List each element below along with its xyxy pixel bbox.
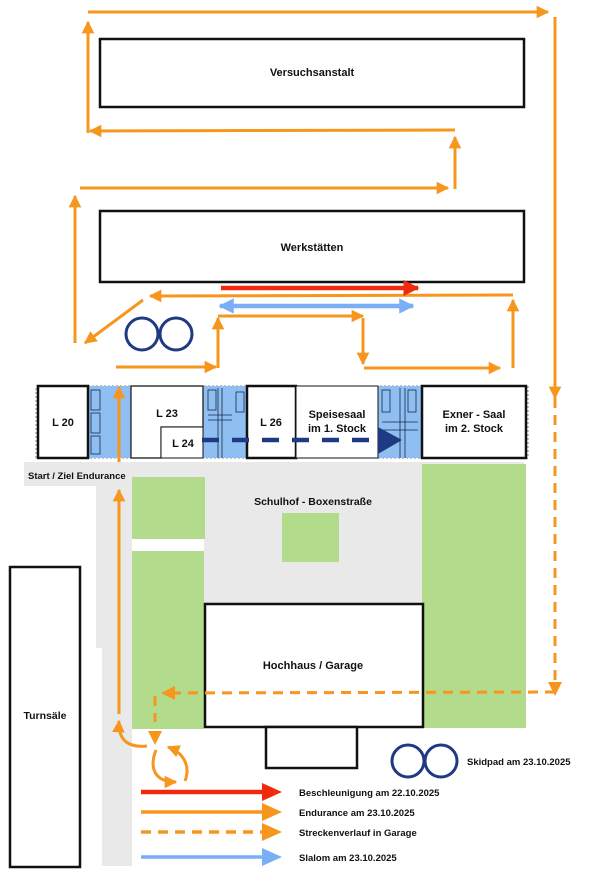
svg-text:im 2. Stock: im 2. Stock: [445, 423, 504, 435]
legend-item: Beschleunigung am 22.10.2025: [141, 783, 440, 801]
skidpad-icon-top: [124, 316, 194, 352]
legend-label: Slalom am 23.10.2025: [299, 853, 397, 864]
lawns: [132, 464, 526, 729]
start-finish-label: Start / Ziel Endurance: [28, 471, 126, 482]
walkway-route: [202, 427, 402, 454]
skidpad-label: Skidpad am 23.10.2025: [467, 757, 571, 768]
stairwell-2: [203, 386, 247, 458]
west-path-lower: [102, 648, 132, 866]
stairwell-1: [88, 386, 131, 458]
skidpad-icon-legend: [390, 743, 459, 779]
legend-label: Streckenverlauf in Garage: [299, 828, 417, 839]
garage-arrowhead-west: [161, 686, 175, 700]
svg-text:L 26: L 26: [260, 417, 282, 429]
room-exner-saal: Exner - Saal im 2. Stock: [420, 384, 528, 460]
label-turnsaele: Turnsäle: [24, 710, 67, 722]
garage-route: [153, 398, 557, 722]
svg-text:Speisesaal: Speisesaal: [309, 409, 366, 421]
endurance-seg-diagonal: [83, 298, 144, 345]
endurance-loop-3: [166, 745, 189, 782]
legend-arrowhead: [262, 848, 282, 866]
svg-text:L 20: L 20: [52, 417, 74, 429]
west-path-upper: [96, 486, 132, 648]
lawn-w: [132, 551, 204, 729]
label-versuchsanstalt: Versuchsanstalt: [270, 67, 355, 79]
legend-arrowhead: [262, 823, 282, 841]
garage-arrowhead-exit: [148, 731, 162, 745]
lawn-center: [282, 513, 339, 562]
endurance-loop-2: [151, 749, 178, 789]
label-werkstaetten: Werkstätten: [281, 242, 344, 254]
legend-item: Endurance am 23.10.2025: [141, 803, 415, 821]
room-l26: L 26: [245, 384, 298, 460]
room-l24: L 24: [160, 426, 204, 459]
lawn-nw: [132, 477, 205, 539]
garage-seg-west: [162, 690, 556, 695]
endurance-seg-mid-left: [88, 124, 456, 138]
endurance-route: [68, 5, 562, 789]
svg-text:L 23: L 23: [156, 408, 178, 420]
building-turnsaele: Turnsäle: [8, 565, 82, 869]
svg-text:Exner - Saal: Exner - Saal: [443, 409, 506, 421]
legend-label: Beschleunigung am 22.10.2025: [299, 788, 440, 799]
label-hochhaus: Hochhaus / Garage: [263, 660, 363, 672]
building-versuchsanstalt: Versuchsanstalt: [98, 37, 526, 109]
building-hochhaus-garage: Hochhaus / Garage: [203, 602, 425, 770]
legend-label: Endurance am 23.10.2025: [299, 808, 415, 819]
endurance-loop-1: [112, 719, 148, 748]
legend-arrowhead: [262, 803, 282, 821]
legend-item: Streckenverlauf in Garage: [141, 823, 417, 841]
legend-item: Slalom am 23.10.2025: [141, 848, 397, 866]
lawn-e: [422, 464, 526, 728]
garage-arrowhead-down: [548, 682, 562, 696]
walkway-arrowhead: [378, 427, 402, 454]
svg-text:L 24: L 24: [172, 438, 195, 450]
legend-arrowhead: [262, 783, 282, 801]
endurance-seg-under-werkstaetten: [148, 289, 514, 303]
room-l20: L 20: [36, 384, 90, 460]
svg-text:im 1. Stock: im 1. Stock: [308, 423, 367, 435]
building-werkstaetten: Werkstätten: [98, 209, 526, 284]
room-speisesaal: Speisesaal im 1. Stock: [295, 385, 379, 459]
main-building-row: L 20 L 23 L 24 L 26 Speisesaal im 1. Sto…: [35, 384, 529, 460]
schulhof-label: Schulhof - Boxenstraße: [254, 496, 372, 508]
